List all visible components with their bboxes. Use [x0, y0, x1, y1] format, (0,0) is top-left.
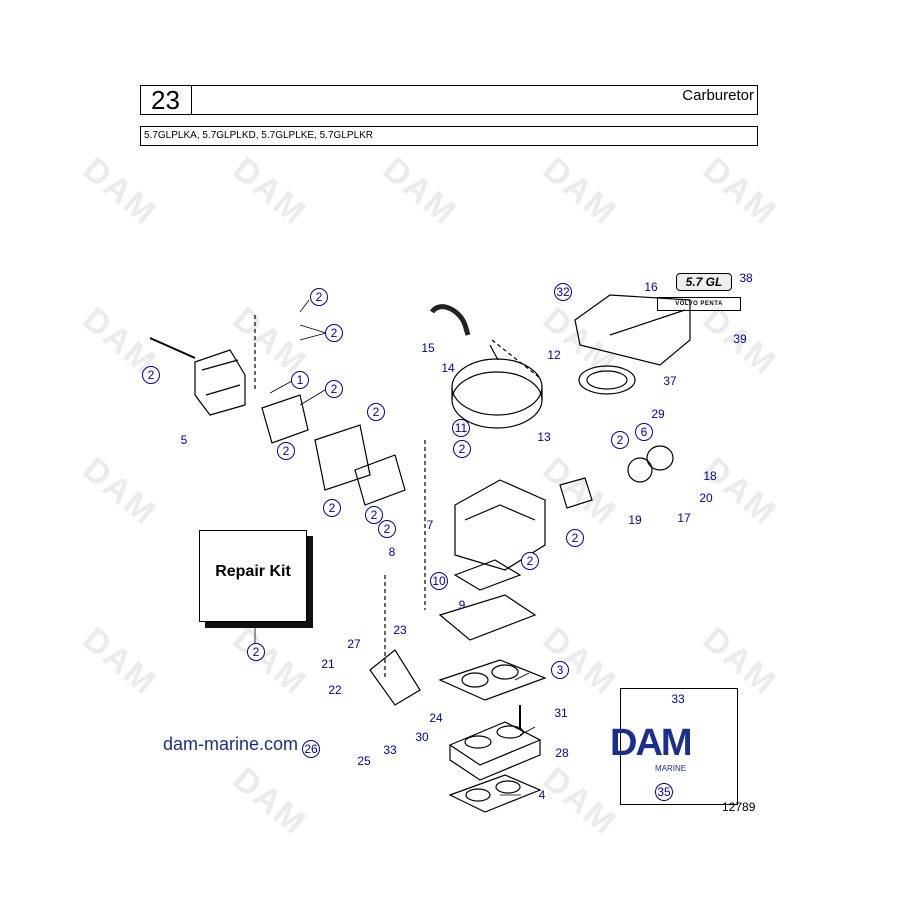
part-callout: 19 — [628, 513, 642, 527]
part-callout: 17 — [677, 511, 691, 525]
part-callout: 15 — [421, 341, 435, 355]
part-callout: 16 — [644, 280, 658, 294]
part-callout: 2 — [566, 529, 584, 547]
part-callout: 23 — [393, 623, 407, 637]
part-callout: 6 — [635, 423, 653, 441]
part-callout: 2 — [325, 324, 343, 342]
legend-box — [620, 688, 738, 805]
part-callout: 2 — [367, 403, 385, 421]
metering-block — [314, 424, 371, 491]
model-list: 5.7GLPLKA, 5.7GLPLKD, 5.7GLPLKE, 5.7GLPL… — [140, 126, 758, 146]
part-callout: 18 — [703, 469, 717, 483]
part-callout: 13 — [537, 430, 551, 444]
section-number: 23 — [140, 85, 192, 115]
repair-kit-box: Repair Kit — [199, 530, 307, 622]
website-text[interactable]: dam-marine.com — [163, 734, 299, 754]
part-callout: 21 — [321, 657, 335, 671]
carburetor-body — [454, 479, 546, 571]
part-callout: 27 — [347, 637, 361, 651]
figure-number: 12789 — [722, 800, 756, 814]
part-callout: 2 — [365, 506, 383, 524]
secondary-diaphragm — [559, 477, 593, 509]
air-filter-element — [451, 358, 543, 416]
part-callout: 9 — [458, 598, 466, 612]
part-callout: 1 — [291, 371, 309, 389]
part-callout: 2 — [323, 499, 341, 517]
bowl-gasket — [261, 394, 309, 444]
part-callout: 5 — [180, 433, 188, 447]
part-callout: 14 — [441, 361, 455, 375]
spacer-plate — [448, 721, 542, 766]
part-callout: 10 — [430, 572, 448, 590]
throttle-gasket — [453, 559, 522, 591]
part-callout: 33 — [383, 743, 397, 757]
part-callout: 2 — [142, 366, 160, 384]
part-callout: 4 — [538, 788, 546, 802]
part-callout: 8 — [388, 545, 396, 559]
part-callout: 30 — [415, 730, 429, 744]
part-callout: 2 — [247, 643, 265, 661]
part-callout: 26 — [302, 740, 320, 758]
throttle-body — [438, 594, 537, 641]
throttle-linkage — [369, 649, 421, 706]
part-callout: 37 — [663, 374, 677, 388]
part-callout: 12 — [547, 348, 561, 362]
part-callout: 20 — [699, 491, 713, 505]
repair-kit-label: Repair Kit — [215, 563, 291, 580]
part-callout: 39 — [733, 332, 747, 346]
model-badge: 5.7 GL — [676, 273, 732, 291]
part-callout: 28 — [555, 746, 569, 760]
header-box — [140, 85, 758, 115]
part-callout: 2 — [378, 520, 396, 538]
air-cleaner-cover — [574, 294, 691, 366]
brand-badge: VOLVO PENTA — [657, 297, 741, 311]
float-bowl — [194, 349, 246, 416]
vent-hose — [429, 304, 471, 336]
part-callout: 38 — [739, 271, 753, 285]
part-callout: 2 — [310, 288, 328, 306]
part-callout: 32 — [554, 283, 572, 301]
part-callout: 2 — [453, 440, 471, 458]
part-callout: 25 — [357, 754, 371, 768]
metering-plate — [354, 454, 406, 506]
part-callout: 29 — [651, 407, 665, 421]
part-callout: 2 — [611, 431, 629, 449]
part-callout: 3 — [551, 661, 569, 679]
part-callout: 2 — [277, 442, 295, 460]
part-callout: 7 — [426, 518, 434, 532]
part-callout: 24 — [429, 711, 443, 725]
part-callout: 31 — [554, 706, 568, 720]
part-callout: 2 — [521, 552, 539, 570]
lower-gasket — [448, 774, 542, 813]
page-title: Carburetor — [682, 87, 754, 104]
diaphragm-cover — [646, 445, 674, 471]
part-callout: 22 — [328, 683, 342, 697]
base-gasket — [438, 659, 547, 701]
part-callout: 11 — [452, 419, 470, 437]
part-callout: 35 — [655, 783, 673, 801]
dam-logo-sub: MARINE — [655, 764, 687, 773]
part-callout: 2 — [325, 380, 343, 398]
part-callout: 33 — [671, 692, 685, 706]
dam-logo: DAM — [610, 722, 693, 764]
gasket-ring — [578, 365, 636, 395]
